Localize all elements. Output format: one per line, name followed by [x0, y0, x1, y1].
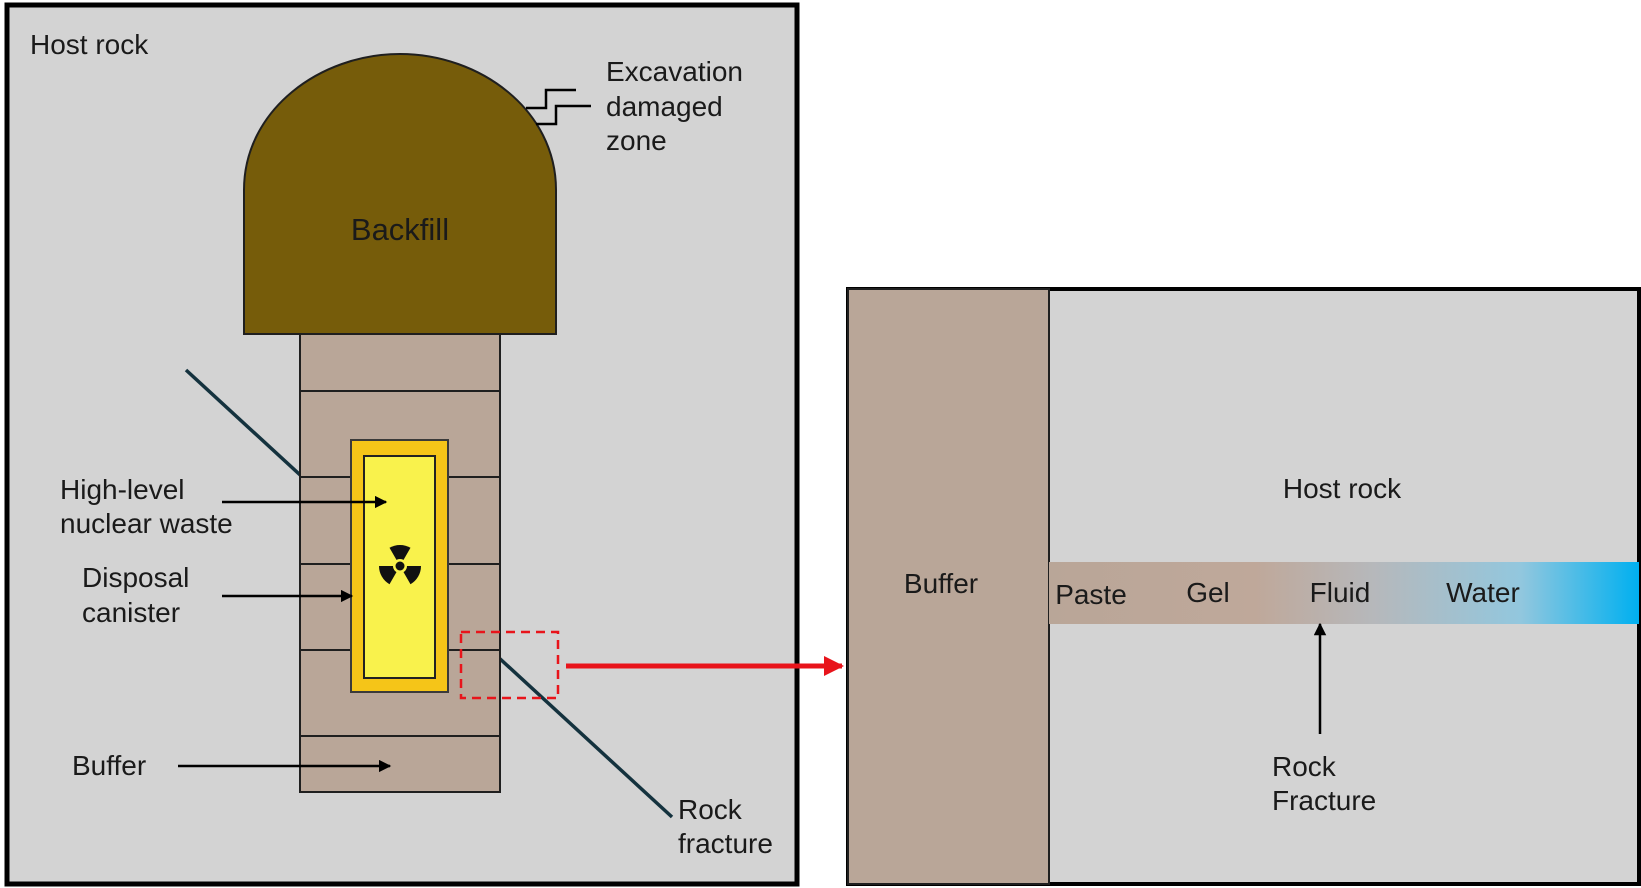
gradient-label-gel: Gel — [1186, 577, 1230, 608]
gradient-label-water: Water — [1446, 577, 1520, 608]
zoom-host-rock-label: Host rock — [1283, 473, 1402, 504]
zoom-box — [459, 630, 560, 700]
zoom-buffer — [847, 288, 1050, 885]
backfill-label: Backfill — [351, 212, 449, 247]
edz-symbol — [526, 88, 591, 126]
fracture-label: Rock fracture — [678, 794, 773, 859]
zoom-buffer-label: Buffer — [904, 568, 978, 599]
zoom-fracture-label: Rock Fracture — [1272, 751, 1376, 816]
right-panel: Host rock Buffer Paste Gel Fluid Water R… — [846, 287, 1641, 886]
gradient-label-fluid: Fluid — [1310, 577, 1371, 608]
edz-label: Excavation damaged zone — [606, 56, 751, 156]
buffer-label: Buffer — [72, 750, 146, 781]
waste-label: High-level nuclear waste — [60, 474, 233, 539]
radiation-icon — [379, 544, 421, 585]
backfill-dome — [243, 52, 557, 335]
left-panel: Host rock Backfill Excavation damaged zo… — [4, 2, 800, 887]
fracture-gradient-band — [1049, 562, 1639, 624]
canister-label: Disposal canister — [82, 562, 197, 628]
host-rock-label: Host rock — [30, 29, 149, 60]
gradient-label-paste: Paste — [1055, 579, 1127, 610]
